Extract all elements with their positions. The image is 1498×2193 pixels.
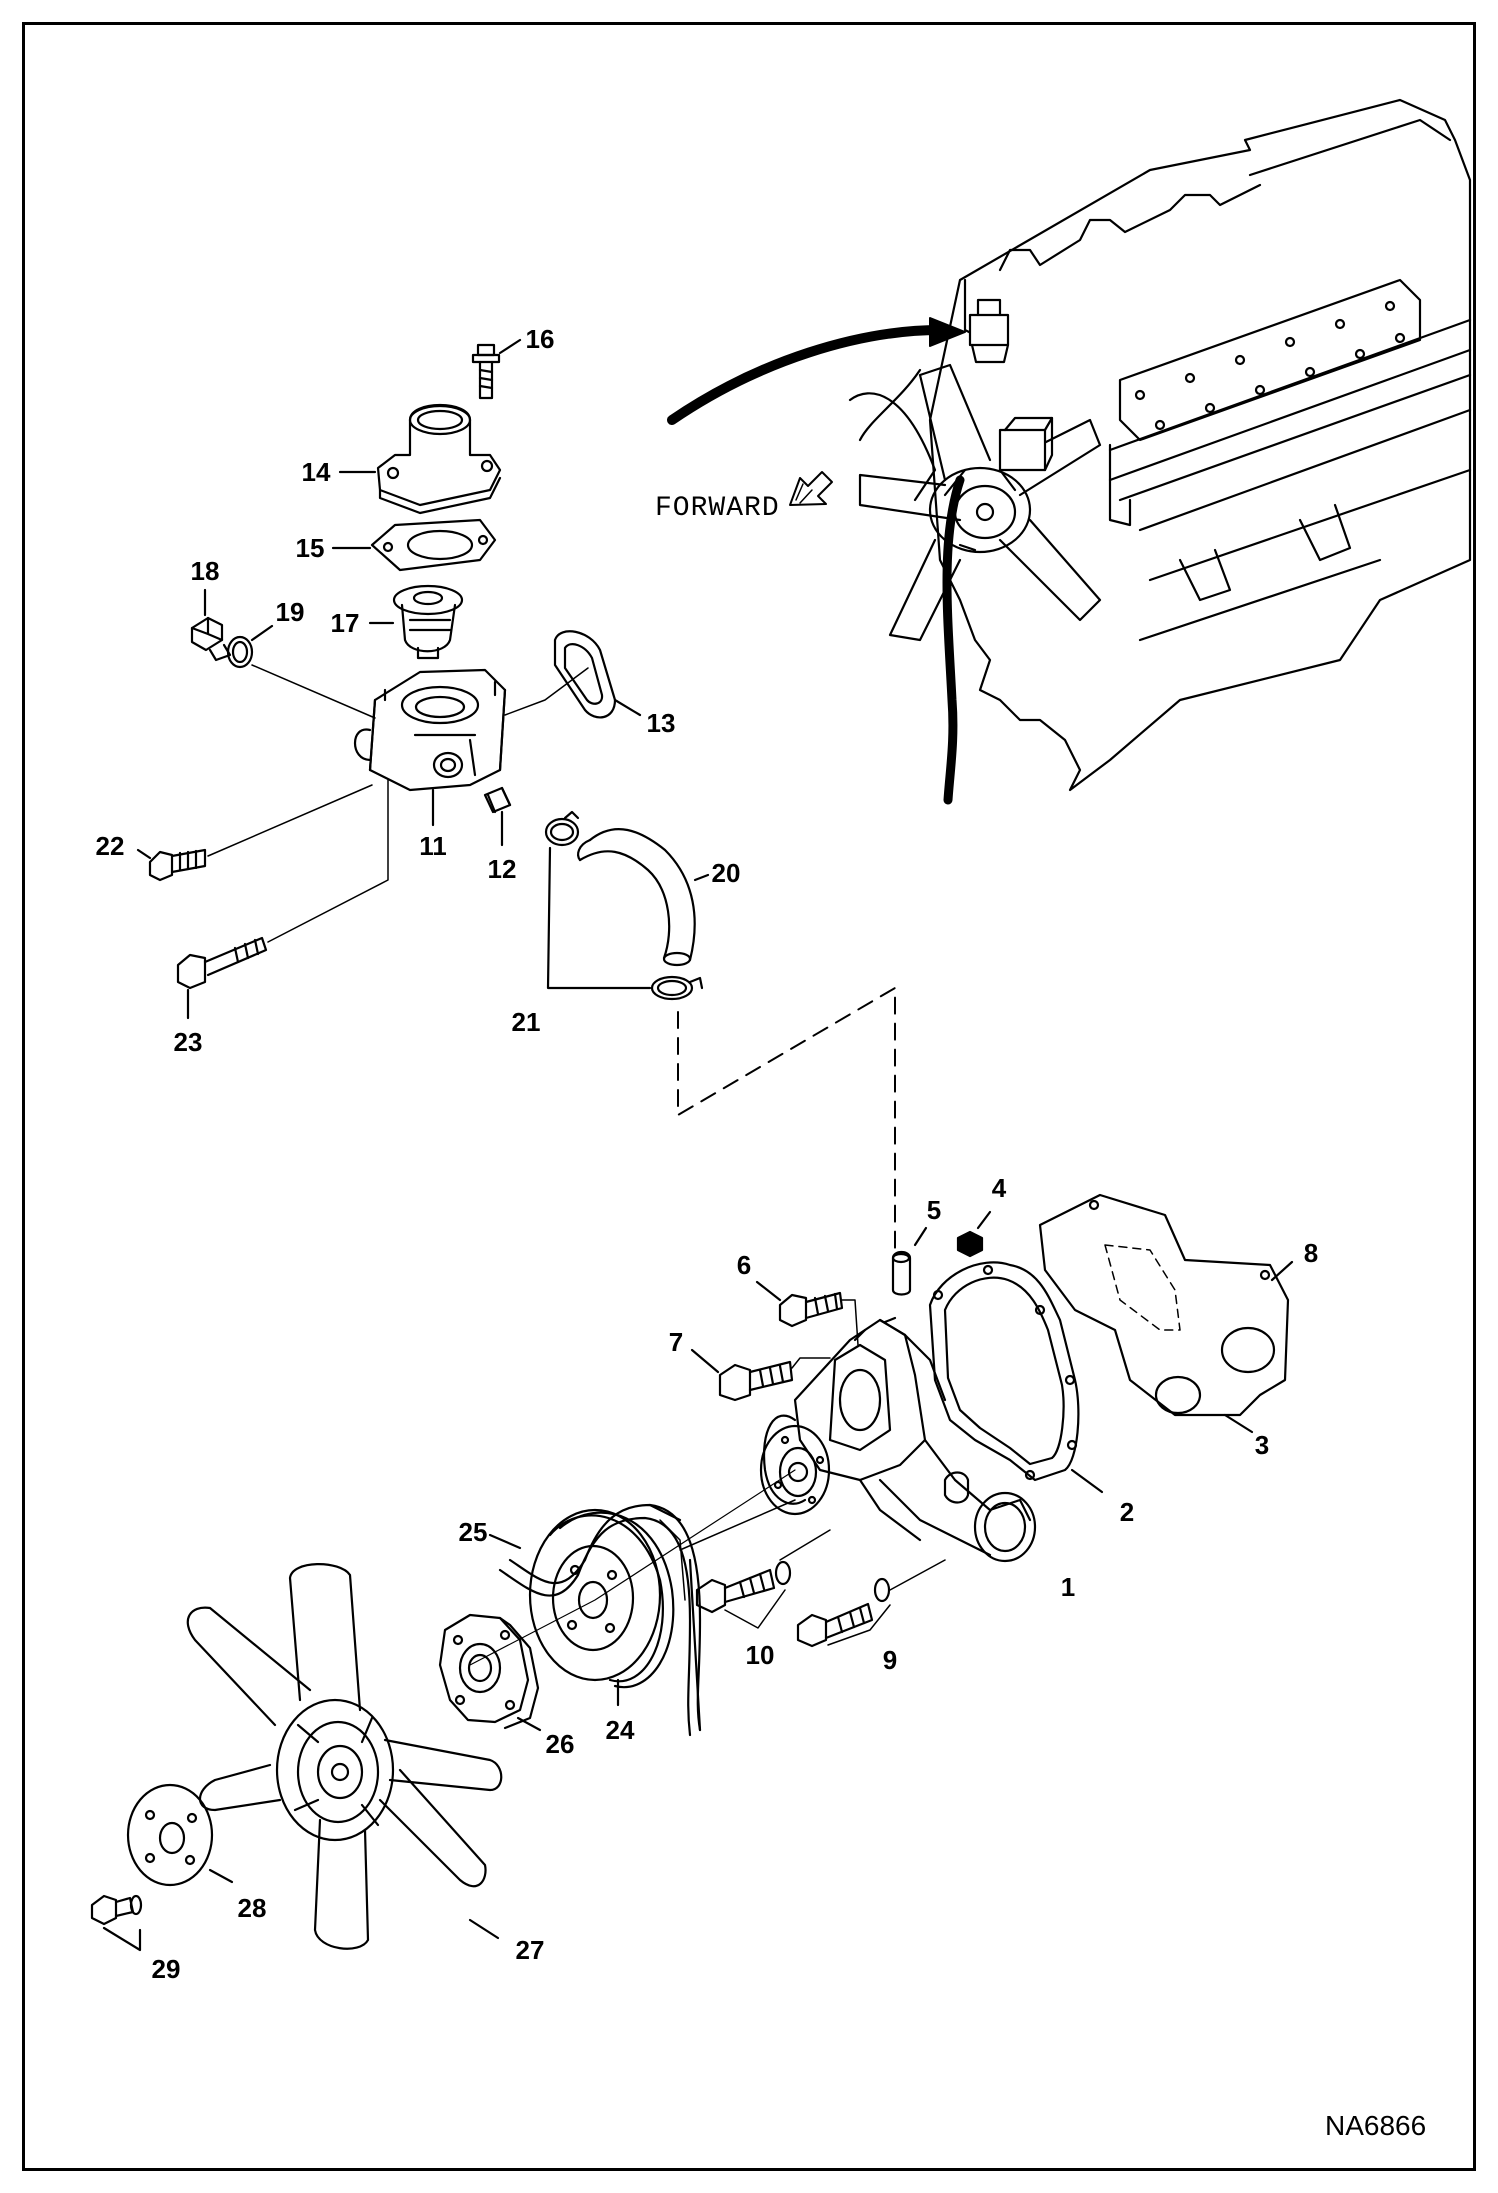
water-pump-assembly (90, 1193, 1294, 1952)
callout-23: 23 (173, 1027, 203, 1057)
plug-4 (956, 1230, 984, 1258)
callout-25: 25 (458, 1517, 488, 1547)
callout-5: 5 (926, 1195, 942, 1225)
pulley-24 (528, 1508, 686, 1689)
cooling-fan-27 (186, 1563, 503, 1950)
reference-code: NA6866 (1325, 2110, 1427, 2141)
gasket-13 (553, 630, 617, 719)
diagram-frame (22, 22, 1476, 2171)
water-pump-body (759, 1316, 1037, 1563)
callout-26: 26 (545, 1729, 575, 1759)
callout-27: 27 (515, 1935, 545, 1965)
hose-clamp-21-upper (544, 810, 580, 847)
callout-7: 7 (668, 1327, 684, 1357)
backplate-3 (1038, 1193, 1290, 1417)
callout-8: 8 (1303, 1238, 1319, 1268)
bolt-10 (695, 1560, 792, 1614)
gasket-2 (928, 1261, 1080, 1482)
callout-11: 11 (419, 831, 447, 861)
forward-arrow-icon (789, 471, 833, 506)
callout-18: 18 (190, 556, 220, 586)
bolt-9 (796, 1577, 891, 1648)
forward-direction-label: FORWARD (655, 493, 780, 524)
callout-21: 21 (511, 1007, 541, 1037)
callout-16: 16 (525, 324, 555, 354)
callout-6: 6 (736, 1250, 752, 1280)
bolt-7 (718, 1360, 794, 1402)
thermostat-assembly (136, 338, 896, 1256)
callout-22: 22 (95, 831, 125, 861)
thermostat-17 (392, 584, 464, 660)
plate-28 (126, 1783, 214, 1887)
callout-14: 14 (301, 457, 331, 487)
callout-3: 3 (1254, 1430, 1270, 1460)
callout-10: 10 (745, 1640, 775, 1670)
gasket-15 (370, 518, 497, 572)
callout-17: 17 (330, 608, 360, 638)
callout-9: 9 (882, 1645, 898, 1675)
v-belt-25 (498, 1503, 702, 1737)
bolt-22 (148, 848, 207, 882)
callout-28: 28 (237, 1893, 267, 1923)
callout-20: 20 (711, 858, 741, 888)
bypass-hose-20 (577, 828, 696, 967)
bolt-29 (90, 1894, 143, 1926)
overview-fan (848, 363, 1102, 642)
bolt-6 (778, 1291, 844, 1328)
housing-cover-14 (376, 403, 502, 515)
bolt-23 (176, 936, 268, 990)
callout-13: 13 (646, 708, 676, 738)
callout-1: 1 (1060, 1572, 1076, 1602)
o-ring-19 (226, 635, 254, 669)
callout-4: 4 (991, 1173, 1007, 1203)
callout-24: 24 (605, 1715, 635, 1745)
callout-15: 15 (295, 533, 325, 563)
hose-clamp-21-lower (650, 975, 704, 1001)
callout-12: 12 (487, 854, 517, 884)
spacer-26 (438, 1613, 540, 1730)
engine-overview (667, 98, 1472, 805)
callout-29: 29 (151, 1954, 181, 1984)
callout-2: 2 (1119, 1497, 1135, 1527)
dowel-5 (891, 1250, 912, 1296)
drain-plug-18 (190, 616, 232, 662)
bypass-pipe-12 (483, 786, 512, 814)
bolt-16 (471, 343, 501, 400)
thermostat-housing-11 (354, 668, 507, 792)
callout-19: 19 (275, 597, 305, 627)
